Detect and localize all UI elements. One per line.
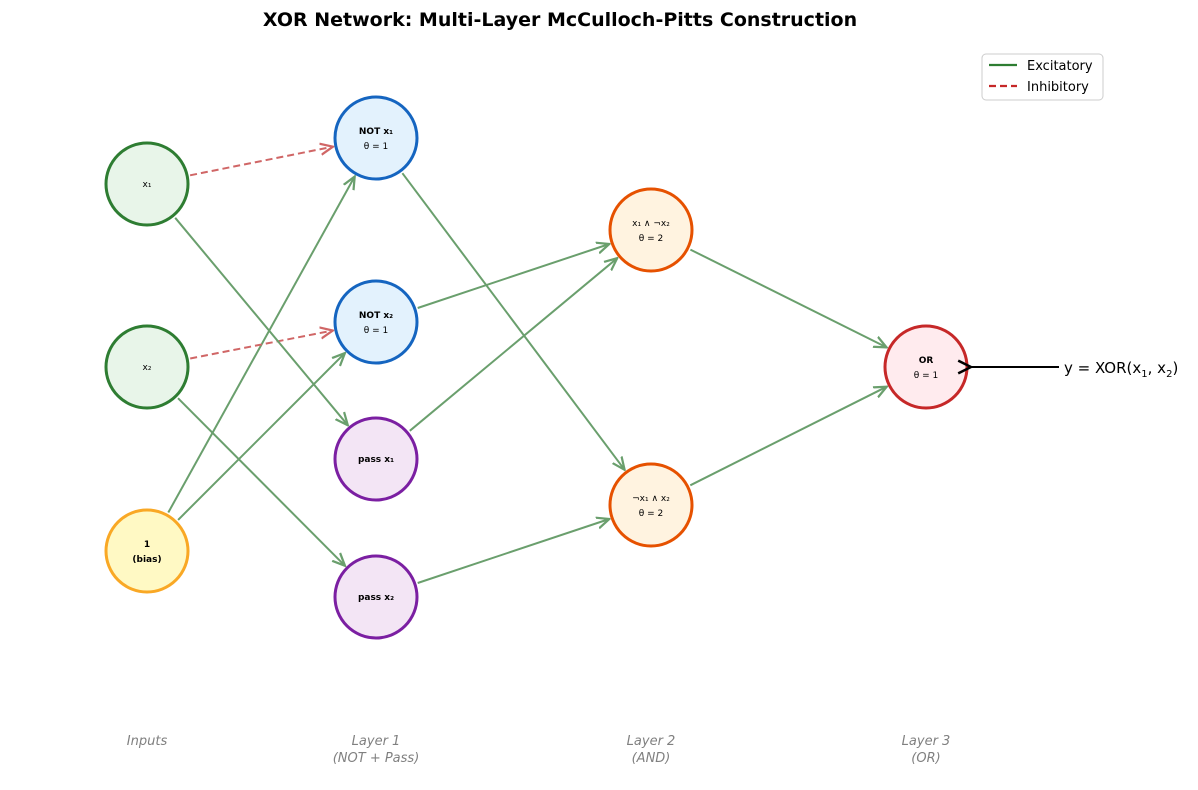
neuron-bias: 1 (bias) [104,508,190,594]
neuron-not2-sublabel: θ = 1 [364,326,389,336]
neuron-x2-label: x₂ [143,363,152,373]
edge-and1-to-or [689,248,886,348]
neuron-not1-circle [333,95,419,181]
neuron-and1-circle [608,187,694,273]
connections [167,147,886,584]
neuron-pass2: pass x₂ [333,554,419,640]
neuron-x1-circle [104,141,190,227]
neuron-bias-sublabel: (bias) [132,555,161,565]
layer-1-label: Layer 1 [352,734,401,749]
diagram-title: XOR Network: Multi-Layer McCulloch-Pitts… [263,9,857,31]
legend-excitatory-label: Excitatory [1027,59,1093,74]
neuron-x1: x₁ [104,141,190,227]
neuron-pass1-circle [333,416,419,502]
neurons: x₁ x₂ 1 (bias) NOT x₁ θ = 1 NOT x₂ θ = 1 pass x₁… [104,95,969,640]
edge-bias-to-not2 [177,353,345,521]
neuron-and2: ¬x₁ ∧ x₂ θ = 2 [608,462,694,548]
legend: Excitatory Inhibitory [981,53,1104,101]
neuron-or-sublabel: θ = 1 [914,371,939,381]
neuron-x2: x₂ [104,324,190,410]
output-label: y = XOR(x1, x2) [1064,359,1178,380]
layer-captions: Inputs Layer 1 (NOT + Pass) Layer 2 (AND… [127,734,951,766]
edge-and2-to-or [689,387,886,487]
neuron-or: OR θ = 1 [883,324,969,410]
neuron-not1: NOT x₁ θ = 1 [333,95,419,181]
neuron-pass2-label: pass x₂ [358,593,394,603]
edge-not1-to-and2 [401,172,624,470]
legend-inhibitory-label: Inhibitory [1027,80,1089,95]
neuron-and1: x₁ ∧ ¬x₂ θ = 2 [608,187,694,273]
edge-x2-to-pass2 [177,397,345,566]
neuron-pass2-circle [333,554,419,640]
neuron-not1-label: NOT x₁ [359,127,393,137]
edge-x1-to-not1 [189,147,333,177]
neuron-and2-sublabel: θ = 2 [639,509,664,519]
neuron-x2-circle [104,324,190,410]
neuron-and2-label: ¬x₁ ∧ x₂ [632,494,670,504]
neuron-not1-sublabel: θ = 1 [364,142,389,152]
edge-pass2-to-and2 [417,519,610,584]
neuron-or-circle [883,324,969,410]
neuron-pass1: pass x₁ [333,416,419,502]
edge-not2-to-and1 [417,244,610,309]
neuron-and1-label: x₁ ∧ ¬x₂ [632,219,670,229]
neuron-not2-circle [333,279,419,365]
layer-2-sublabel: (AND) [632,751,671,766]
neuron-x1-label: x₁ [143,180,152,190]
neuron-bias-circle [104,508,190,594]
neuron-not2-label: NOT x₂ [359,311,393,321]
edge-x1-to-pass1 [174,217,348,425]
edge-x2-to-not2 [190,331,333,360]
layer-3-label: Layer 3 [902,734,951,749]
layer-inputs-label: Inputs [127,734,168,749]
neuron-not2: NOT x₂ θ = 1 [333,279,419,365]
layer-1-sublabel: (NOT + Pass) [333,751,420,766]
output: y = XOR(x1, x2) [971,359,1178,380]
neuron-pass1-label: pass x₁ [358,455,394,465]
layer-3-sublabel: (OR) [911,751,940,766]
edge-pass1-to-and1 [409,258,617,432]
neuron-or-label: OR [919,356,934,366]
neuron-and2-circle [608,462,694,548]
neuron-bias-label: 1 [144,540,150,550]
layer-2-label: Layer 2 [627,734,676,749]
neuron-and1-sublabel: θ = 2 [639,234,664,244]
